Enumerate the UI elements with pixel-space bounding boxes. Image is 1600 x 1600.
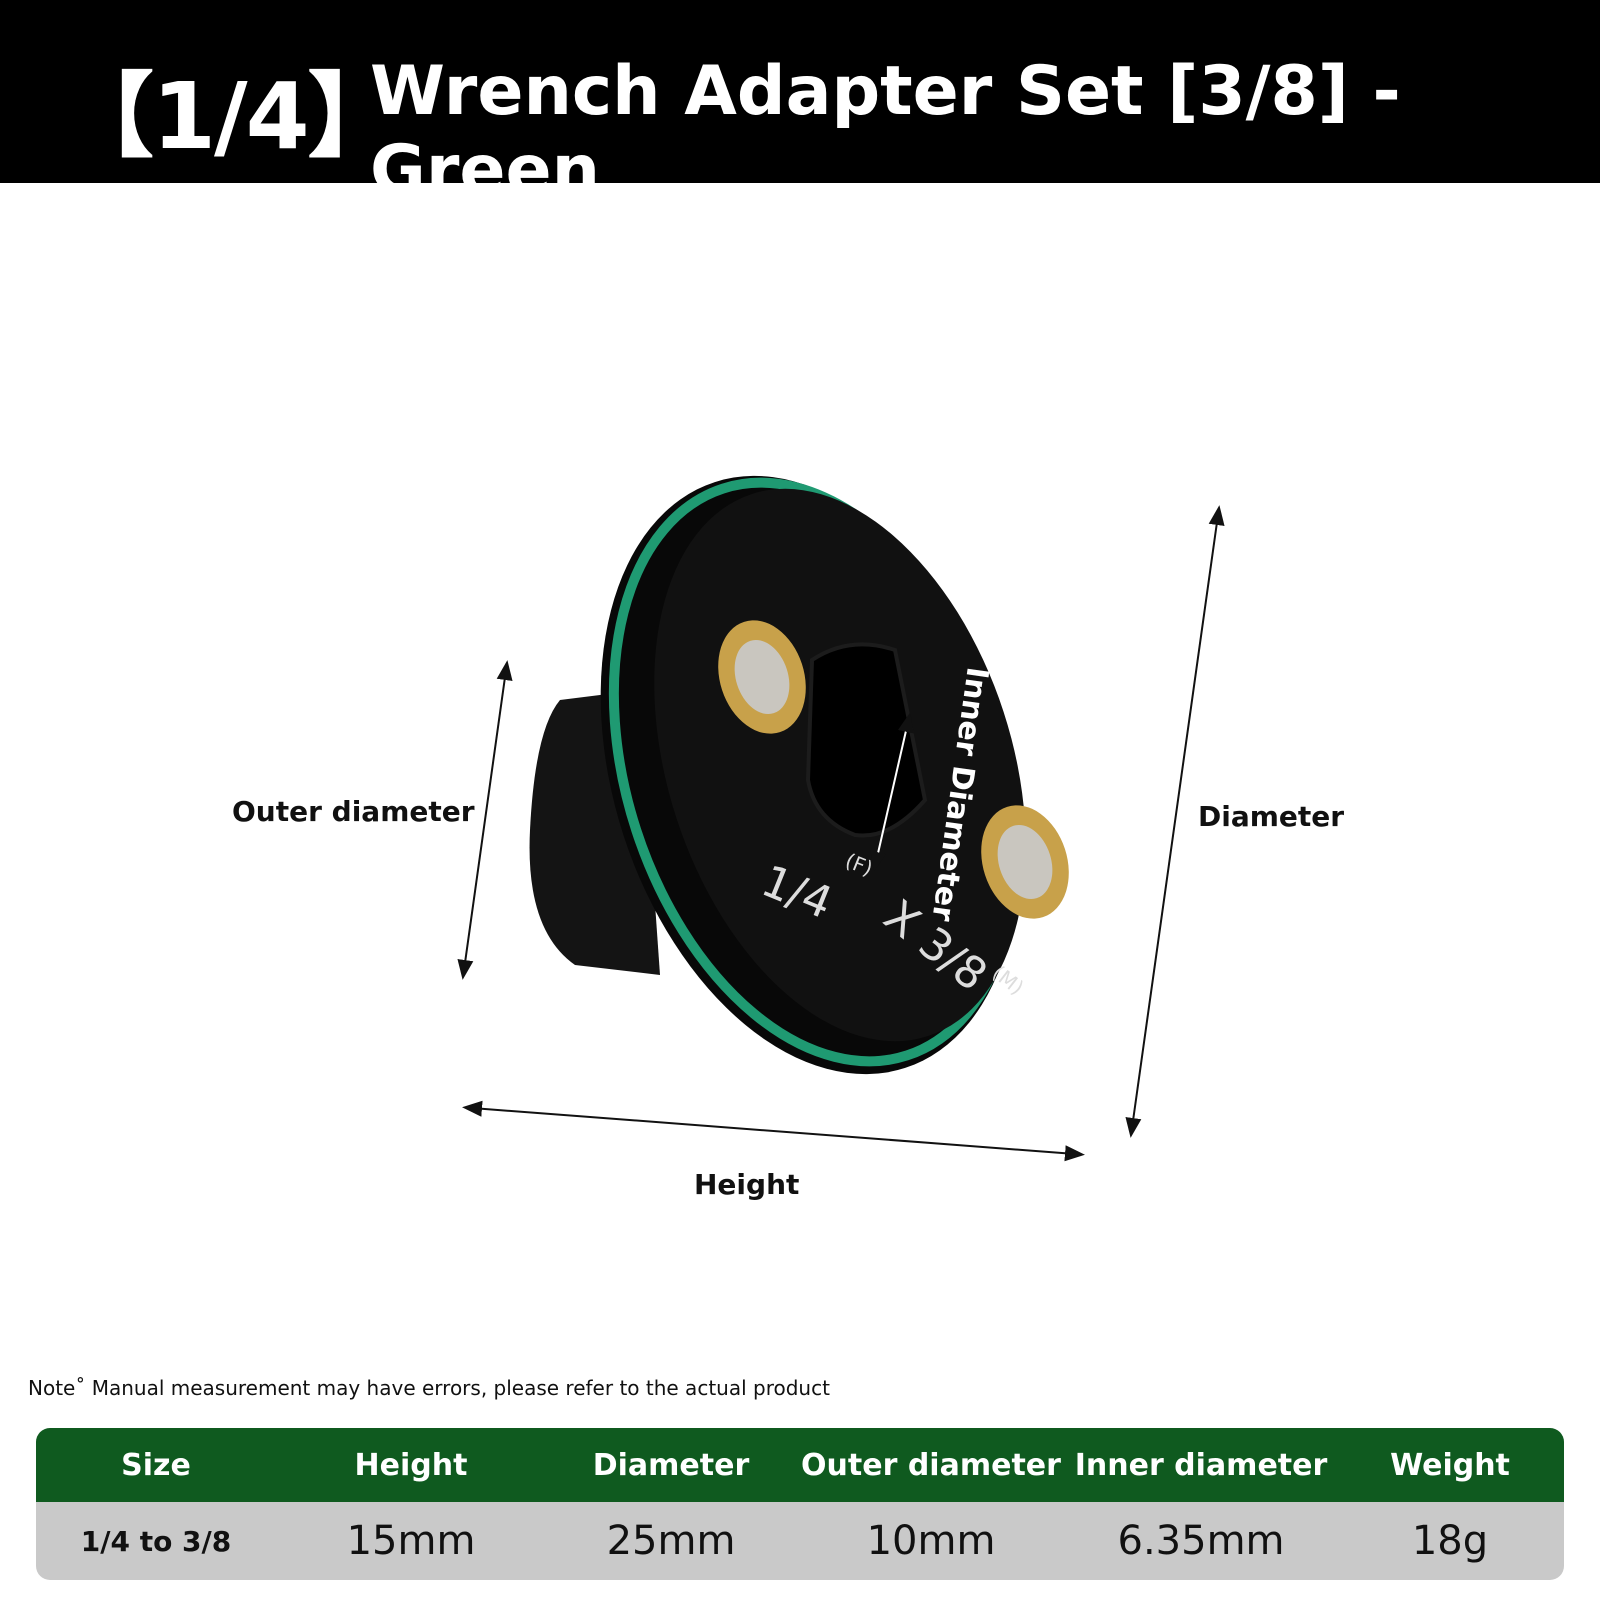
cell-height: 15mm: [346, 1518, 476, 1564]
header-size: Size: [121, 1447, 191, 1483]
cell-size: 1/4 to 3/8: [80, 1524, 232, 1558]
spec-table: Size Height Diameter Outer diameter Inne…: [36, 1428, 1564, 1580]
outer-diameter-label: Outer diameter: [232, 795, 475, 828]
size-tag: 【1/4】: [62, 63, 400, 170]
height-label: Height: [694, 1168, 800, 1201]
adapter-illustration: 1/4 (F) X 3/8 (M) Inner Diameter: [457, 475, 1225, 1162]
measurement-note: Note˚ Manual measurement may have errors…: [28, 1376, 830, 1400]
spec-table-header: Size Height Diameter Outer diameter Inne…: [36, 1428, 1564, 1502]
magnet-top: [718, 620, 806, 734]
cell-outer-diameter: 10mm: [866, 1518, 996, 1564]
header-inner-diameter: Inner diameter: [1074, 1447, 1328, 1483]
title-banner: 【1/4】 Wrench Adapter Set [3/8] - Green: [0, 0, 1600, 210]
cell-weight: 18g: [1411, 1518, 1489, 1564]
outer-diameter-arrow: [457, 660, 513, 980]
header-weight: Weight: [1390, 1447, 1510, 1483]
cell-diameter: 25mm: [606, 1518, 736, 1564]
product-title: Wrench Adapter Set [3/8] - Green: [370, 52, 1401, 210]
diameter-label: Diameter: [1198, 800, 1345, 833]
cell-inner-diameter: 6.35mm: [1117, 1518, 1285, 1564]
product-figure: 1/4 (F) X 3/8 (M) Inner Diameter Outer d…: [0, 183, 1600, 1363]
height-arrow: [462, 1100, 1085, 1162]
magnet-bottom: [981, 805, 1069, 919]
header-outer-diameter: Outer diameter: [801, 1447, 1061, 1483]
header-diameter: Diameter: [592, 1447, 750, 1483]
table-row: 1/4 to 3/8 15mm 25mm 10mm 6.35mm 18g: [36, 1502, 1564, 1580]
header-height: Height: [354, 1447, 468, 1483]
diameter-arrow: [1125, 505, 1225, 1138]
